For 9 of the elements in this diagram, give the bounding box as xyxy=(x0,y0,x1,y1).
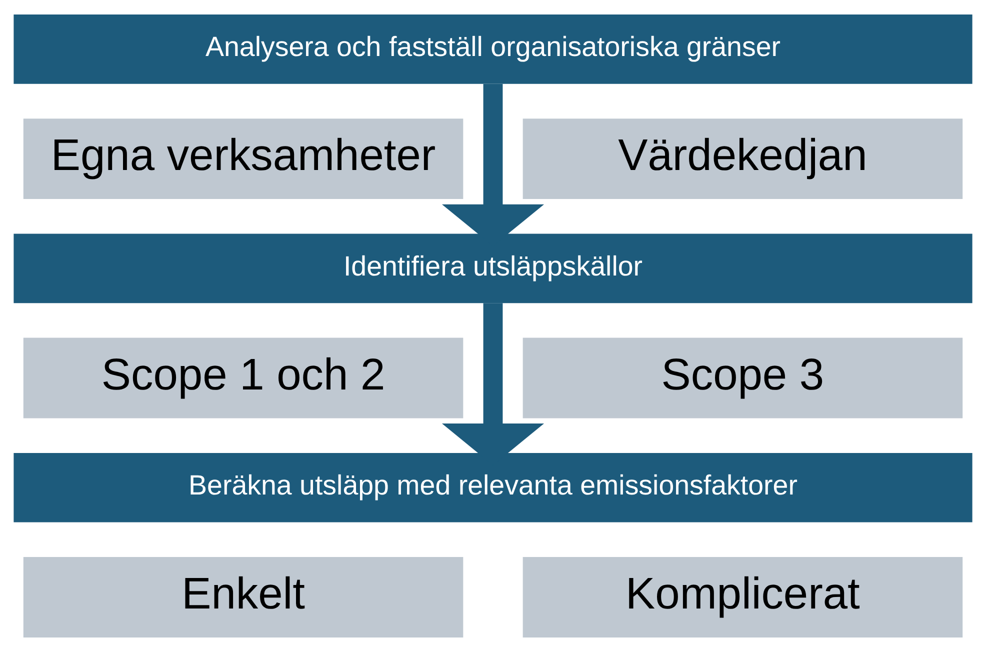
node-box: Värdekedjan xyxy=(522,118,963,199)
node-box: Analysera och fastställ organisatoriska gränser xyxy=(14,14,972,84)
node-box: Egna verksamheter xyxy=(23,118,464,199)
node-box: Scope 1 och 2 xyxy=(23,337,464,418)
node-box: Beräkna utsläpp med relevanta emissionsfaktorer xyxy=(14,452,972,522)
node-box: Scope 3 xyxy=(522,337,963,418)
node-box: Komplicerat xyxy=(522,556,963,637)
node-box: Enkelt xyxy=(23,556,464,637)
node-box: Identifiera utsläppskällor xyxy=(14,233,972,303)
